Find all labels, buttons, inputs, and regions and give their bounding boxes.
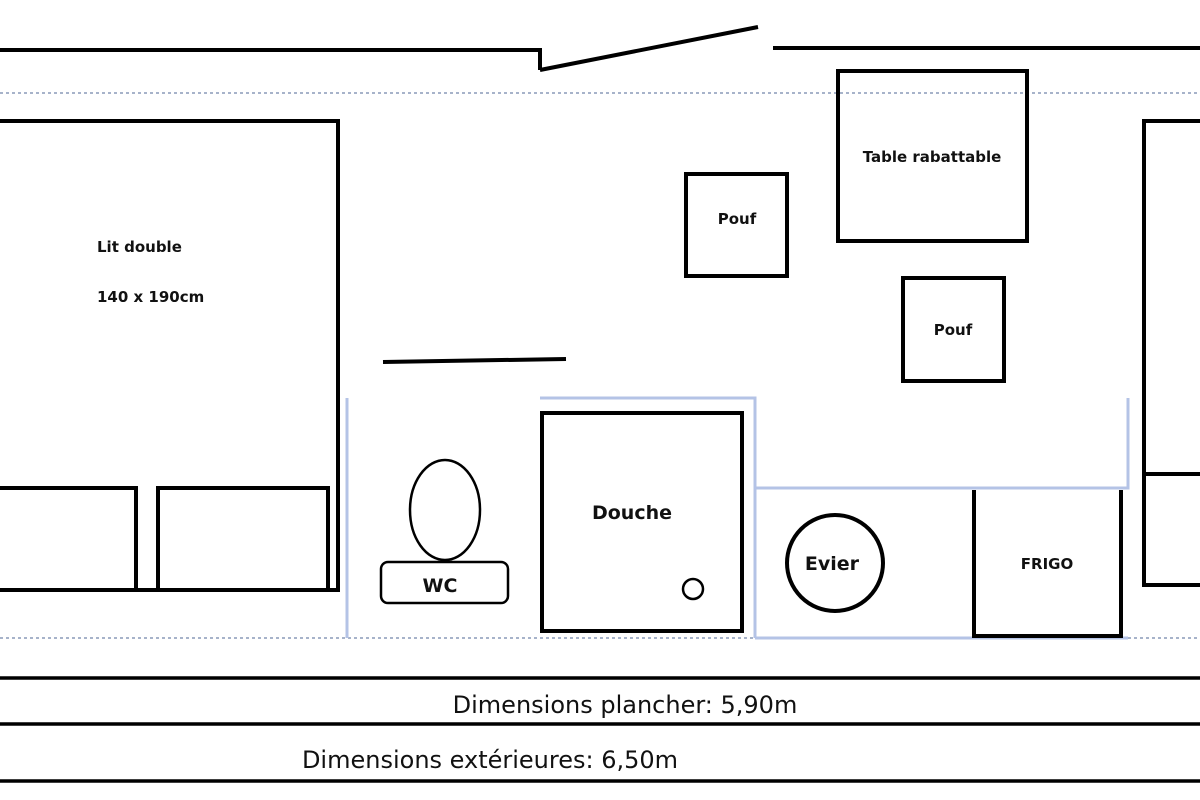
fridge xyxy=(972,490,1123,638)
shower-partition xyxy=(540,396,757,638)
bed-nightstand-left xyxy=(0,486,138,592)
wc-bowl-icon xyxy=(408,458,482,562)
exterior-dimension-label: Dimensions extérieures: 6,50m xyxy=(302,746,678,774)
table-label: Table rabattable xyxy=(863,148,1002,166)
bed-nightstand-right xyxy=(156,486,330,592)
bed-label: Lit double xyxy=(97,238,182,256)
shower-tray xyxy=(540,411,744,633)
wc-tank xyxy=(379,560,510,605)
pouf-1 xyxy=(684,172,789,278)
bed-size-label: 140 x 190cm xyxy=(97,288,204,306)
top-wall-left xyxy=(0,48,542,70)
shower-label: Douche xyxy=(592,502,672,524)
pouf-1-label: Pouf xyxy=(718,210,757,228)
bed-frame xyxy=(0,119,340,592)
entry-door-leaf xyxy=(539,25,759,72)
floor-dimension-label: Dimensions plancher: 5,90m xyxy=(453,691,798,719)
fridge-label: FRIGO xyxy=(1021,555,1073,573)
right-unit xyxy=(1142,119,1200,587)
wc-label: WC xyxy=(423,575,458,597)
pouf-2-label: Pouf xyxy=(934,321,973,339)
sink-icon xyxy=(785,513,885,613)
pouf-2 xyxy=(901,276,1006,383)
sink-label: Evier xyxy=(805,553,860,575)
kitchen-counter-outline xyxy=(755,398,1130,490)
folding-table xyxy=(836,69,1029,243)
shower-drain-icon xyxy=(681,577,705,601)
bathroom-door-leaf xyxy=(382,357,567,364)
